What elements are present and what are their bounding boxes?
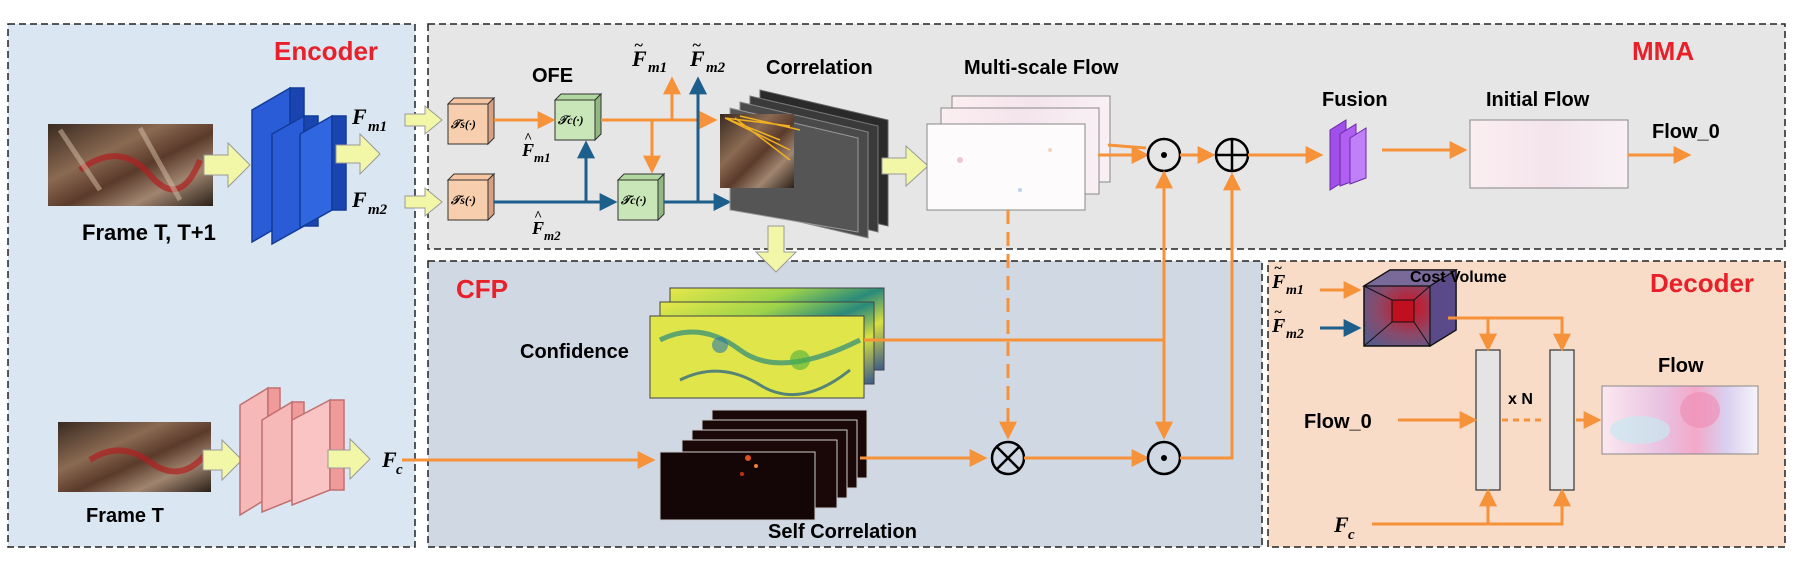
svg-text:F: F	[381, 447, 397, 472]
initial-flow-label: Initial Flow	[1486, 89, 1590, 111]
flow0-output-label: Flow_0	[1652, 121, 1720, 143]
svg-text:F: F	[531, 218, 544, 238]
frame-pair-image	[48, 124, 213, 206]
svg-text:m2: m2	[1286, 327, 1304, 342]
hat-fm2-label: ^ F m2	[531, 209, 561, 243]
fc-label: F c	[381, 447, 403, 478]
svg-text:𝒯c(·): 𝒯c(·)	[620, 193, 647, 207]
output-flow-image	[1601, 385, 1759, 455]
arrow-multiscale-odot2	[1107, 143, 1147, 150]
svg-text:F: F	[351, 104, 367, 129]
svg-text:~: ~	[1274, 305, 1282, 320]
svg-text:c: c	[1348, 527, 1355, 543]
yellow-arrow-encoder-out	[335, 132, 381, 176]
yellow-arrow-frames-to-encoder	[203, 141, 251, 189]
tc-box-1: 𝒯c(·)	[553, 92, 603, 142]
svg-text:m1: m1	[1286, 283, 1304, 298]
oplus-operator	[1214, 137, 1250, 173]
svg-text:F: F	[689, 46, 705, 71]
svg-text:m2: m2	[544, 228, 561, 243]
correlation-label: Correlation	[766, 57, 873, 79]
frame-single-image	[58, 422, 211, 492]
svg-text:𝒯s(·): 𝒯s(·)	[450, 117, 476, 131]
svg-text:F: F	[1333, 512, 1349, 537]
correlation-stack	[720, 89, 889, 239]
decoder-fc-label: F c	[1333, 512, 1355, 543]
mma-title: MMA	[1632, 36, 1694, 66]
self-correlation-label: Self Correlation	[768, 521, 917, 543]
decoder-tilde-fm1-label: ~ F m1	[1271, 261, 1304, 298]
svg-text:𝒯s(·): 𝒯s(·)	[450, 193, 476, 207]
arrow-cube-block2	[1488, 316, 1571, 352]
encoder-blue-block	[251, 86, 347, 246]
xn-label: x N	[1508, 391, 1533, 408]
yellow-arrow-frame-to-ctx	[202, 438, 243, 482]
fm1-label: F m1	[351, 104, 387, 135]
decoder-block-1	[1475, 349, 1501, 491]
multiscale-flow-stack	[926, 95, 1111, 211]
svg-text:^: ^	[534, 209, 542, 224]
yellow-arrow-corr-multiscale	[881, 144, 929, 188]
tilde-fm2-label: ~ F m2	[689, 37, 726, 76]
fusion-label: Fusion	[1322, 89, 1388, 111]
yellow-arrow-fm2-ts	[404, 186, 443, 218]
svg-text:m1: m1	[534, 150, 551, 165]
svg-text:c: c	[396, 462, 403, 478]
cost-volume-label: Cost Volume	[1410, 269, 1507, 286]
arrow-fc-block2	[1488, 488, 1571, 526]
self-correlation-stack	[659, 409, 868, 521]
ofe-label: OFE	[532, 65, 573, 87]
decoder-block-2	[1549, 349, 1575, 491]
yellow-arrow-corr-cfp	[754, 225, 798, 273]
svg-text:m1: m1	[368, 119, 387, 135]
hat-fm1-label: ^ F m1	[521, 131, 551, 165]
svg-text:F: F	[521, 140, 534, 160]
svg-text:F: F	[631, 46, 647, 71]
yellow-arrow-fm1-ts	[404, 104, 443, 136]
decoder-tilde-fm2-label: ~ F m2	[1271, 305, 1304, 342]
initial-flow-image	[1469, 119, 1629, 189]
svg-text:~: ~	[1274, 261, 1282, 276]
svg-text:F: F	[351, 187, 367, 212]
fusion-block	[1329, 119, 1367, 191]
arrow-odot-cfp-to-oplus	[1180, 172, 1241, 460]
multiscale-label: Multi-scale Flow	[964, 57, 1119, 79]
confidence-stack	[649, 287, 885, 399]
cost-volume-cube	[1361, 268, 1459, 348]
frame-pair-label: Frame T, T+1	[82, 220, 216, 245]
tc-box-2: 𝒯c(·)	[616, 172, 666, 222]
encoder-title: Encoder	[274, 36, 378, 66]
decoder-title: Decoder	[1650, 268, 1754, 298]
svg-text:~: ~	[634, 37, 643, 54]
fm2-label: F m2	[351, 187, 388, 218]
confidence-label: Confidence	[520, 341, 629, 363]
cfp-title: CFP	[456, 274, 508, 304]
svg-text:𝒯c(·): 𝒯c(·)	[557, 113, 584, 127]
flow-output-label: Flow	[1658, 355, 1704, 377]
tilde-fm1-label: ~ F m1	[631, 37, 667, 76]
svg-text:F: F	[1271, 271, 1286, 293]
yellow-arrow-ctx-out	[327, 437, 371, 481]
frame-single-label: Frame T	[86, 505, 164, 527]
decoder-flow0-label: Flow_0	[1304, 411, 1372, 433]
ts-box-1: 𝒯s(·)	[446, 96, 496, 146]
svg-text:m2: m2	[368, 202, 388, 218]
svg-text:m1: m1	[648, 60, 667, 76]
svg-text:m2: m2	[706, 60, 726, 76]
svg-text:~: ~	[692, 37, 701, 54]
ts-box-2: 𝒯s(·)	[446, 172, 496, 222]
svg-text:F: F	[1271, 315, 1286, 337]
svg-text:^: ^	[524, 131, 532, 146]
